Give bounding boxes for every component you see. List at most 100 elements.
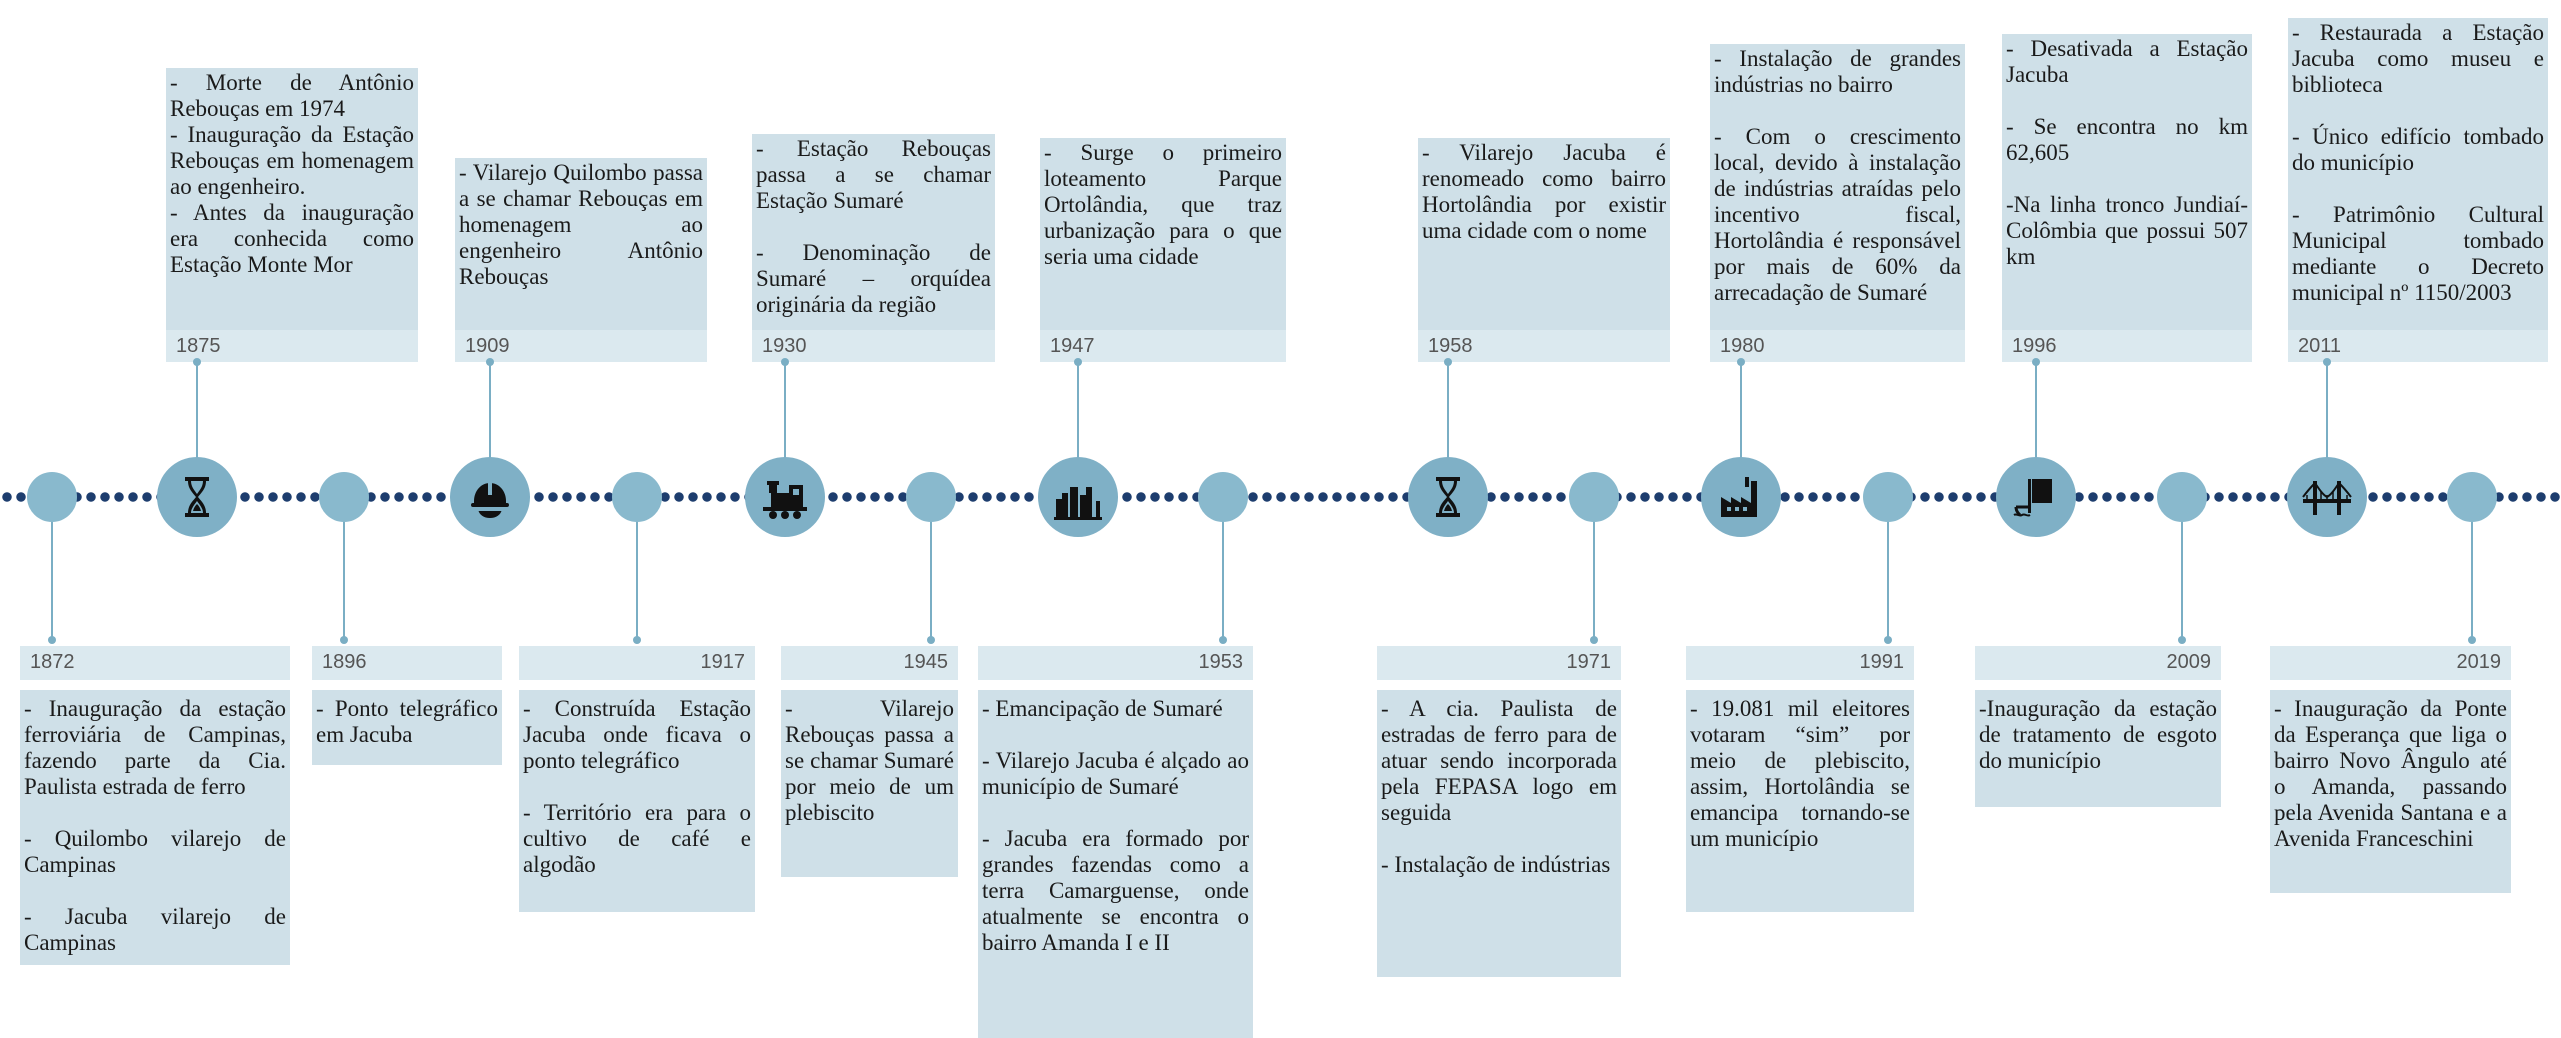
milestone-description: - Vilarejo Jacuba é renomeado como bairr… (1422, 140, 1666, 244)
milestone-paragraph: - Restaurada a Estação Jacuba como museu… (2292, 20, 2544, 97)
milestone-pin (2032, 358, 2040, 366)
milestone-year: 1917 (519, 646, 755, 680)
milestone-node (319, 472, 369, 522)
milestone-description: - Morte de Antônio Rebouças em 1974 - In… (170, 70, 414, 278)
milestone-paragraph: - Surge o primeiro loteamento Parque Ort… (1044, 140, 1282, 269)
milestone-card: - Vilarejo Rebouças passa a se chamar Su… (781, 690, 958, 877)
milestone-node (450, 457, 530, 537)
milestone-paragraph: - Denominação de Sumaré – orquídea origi… (756, 240, 991, 317)
milestone-year: 1872 (20, 646, 290, 680)
milestone-paragraph: - Ponto telegráfico em Jacuba (316, 696, 498, 747)
milestone-card: - Inauguração da estação ferroviária de … (20, 690, 290, 965)
milestone-description: - Instalação de grandes indústrias no ba… (1714, 46, 1961, 306)
milestone-card: - Morte de Antônio Rebouças em 1974 - In… (166, 68, 418, 330)
milestone-card: - Instalação de grandes indústrias no ba… (1710, 44, 1965, 330)
milestone-connector (636, 497, 638, 640)
train-icon (759, 471, 811, 523)
milestone-year: 1896 (312, 646, 502, 680)
milestone-pin (633, 636, 641, 644)
milestone-paragraph: - Se encontra no km 62,605 (2006, 114, 2248, 165)
milestone-paragraph: - Estação Rebouças passa a se chamar Est… (756, 136, 991, 213)
milestone-paragraph: - Território era para o cultivo de café … (523, 800, 751, 877)
milestone-card: - Inauguração da Ponte da Esperança que … (2270, 690, 2511, 893)
milestone-node (1569, 472, 1619, 522)
milestone-paragraph: - Jacuba era formado por grandes fazenda… (982, 826, 1249, 955)
milestone-paragraph: - Único edifício tombado do município (2292, 124, 2544, 175)
milestone-node (1038, 457, 1118, 537)
milestone-pin (2178, 636, 2186, 644)
milestone-card: - Emancipação de Sumaré- Vilarejo Jacuba… (978, 690, 1253, 1038)
milestone-year: 2019 (2270, 646, 2511, 680)
milestone-paragraph: - Com o crescimento local, devido à inst… (1714, 124, 1961, 305)
milestone-connector (1222, 497, 1224, 640)
milestone-pin (1590, 636, 1598, 644)
milestone-card: - Estação Rebouças passa a se chamar Est… (752, 134, 995, 330)
milestone-pin (2468, 636, 2476, 644)
milestone-card: - Vilarejo Quilombo passa a se chamar Re… (455, 158, 707, 330)
milestone-paragraph: - Vilarejo Jacuba é renomeado como bairr… (1422, 140, 1666, 243)
milestone-connector (2326, 362, 2328, 497)
milestone-paragraph: - Instalação de grandes indústrias no ba… (1714, 46, 1961, 97)
milestone-card: -Inauguração da estação de tratamento de… (1975, 690, 2221, 807)
milestone-card: - A cia. Paulista de estradas de ferro p… (1377, 690, 1621, 977)
milestone-description: - Estação Rebouças passa a se chamar Est… (756, 136, 991, 318)
milestone-description: - Vilarejo Quilombo passa a se chamar Re… (459, 160, 703, 290)
milestone-paragraph: - Jacuba vilarejo de Campinas (24, 904, 286, 955)
bridge-icon (2301, 471, 2353, 523)
milestone-node (2447, 472, 2497, 522)
sewage-outflow-icon (2010, 471, 2062, 523)
hard-hat-icon (464, 471, 516, 523)
milestone-year: 2011 (2288, 330, 2548, 362)
milestone-description: - A cia. Paulista de estradas de ferro p… (1381, 696, 1617, 878)
milestone-pin (781, 358, 789, 366)
milestone-connector (1887, 497, 1889, 640)
milestone-pin (1074, 358, 1082, 366)
milestone-year: 1875 (166, 330, 418, 362)
milestone-connector (1593, 497, 1595, 640)
milestone-connector (489, 362, 491, 497)
milestone-pin (1884, 636, 1892, 644)
milestone-connector (1447, 362, 1449, 497)
milestone-pin (1444, 358, 1452, 366)
milestone-paragraph: - Vilarejo Quilombo passa a se chamar Re… (459, 160, 703, 289)
milestone-description: - Ponto telegráfico em Jacuba (316, 696, 498, 748)
milestone-description: - Construída Estação Jacuba onde ficava … (523, 696, 751, 878)
milestone-description: -Inauguração da estação de tratamento de… (1979, 696, 2217, 774)
milestone-pin (1737, 358, 1745, 366)
milestone-year: 1953 (978, 646, 1253, 680)
milestone-description: - Inauguração da Ponte da Esperança que … (2274, 696, 2507, 852)
milestone-pin (927, 636, 935, 644)
milestone-node (1198, 472, 1248, 522)
milestone-pin (1219, 636, 1227, 644)
milestone-node (2287, 457, 2367, 537)
milestone-card: - Surge o primeiro loteamento Parque Ort… (1040, 138, 1286, 330)
milestone-pin (193, 358, 201, 366)
city-skyline-icon (1052, 471, 1104, 523)
hourglass-icon (171, 471, 223, 523)
milestone-description: - Restaurada a Estação Jacuba como museu… (2292, 20, 2544, 306)
milestone-card: - 19.081 mil eleitores votaram “sim” por… (1686, 690, 1914, 912)
hourglass-icon (1422, 471, 1474, 523)
milestone-connector (784, 362, 786, 497)
milestone-paragraph: -Na linha tronco Jundiaí-Colômbia que po… (2006, 192, 2248, 269)
factory-icon (1715, 471, 1767, 523)
milestone-card: - Vilarejo Jacuba é renomeado como bairr… (1418, 138, 1670, 330)
milestone-year: 1909 (455, 330, 707, 362)
milestone-year: 1991 (1686, 646, 1914, 680)
milestone-node (1996, 457, 2076, 537)
milestone-connector (51, 497, 53, 640)
milestone-year: 1958 (1418, 330, 1670, 362)
milestone-card: - Construída Estação Jacuba onde ficava … (519, 690, 755, 912)
milestone-node (157, 457, 237, 537)
milestone-year: 1971 (1377, 646, 1621, 680)
milestone-year: 2009 (1975, 646, 2221, 680)
milestone-connector (1077, 362, 1079, 497)
milestone-pin (340, 636, 348, 644)
milestone-paragraph: - Morte de Antônio Rebouças em 1974 - In… (170, 70, 414, 277)
milestone-paragraph: - Quilombo vilarejo de Campinas (24, 826, 286, 877)
milestone-year: 1930 (752, 330, 995, 362)
milestone-connector (930, 497, 932, 640)
milestone-node (612, 472, 662, 522)
milestone-description: - Surge o primeiro loteamento Parque Ort… (1044, 140, 1282, 270)
